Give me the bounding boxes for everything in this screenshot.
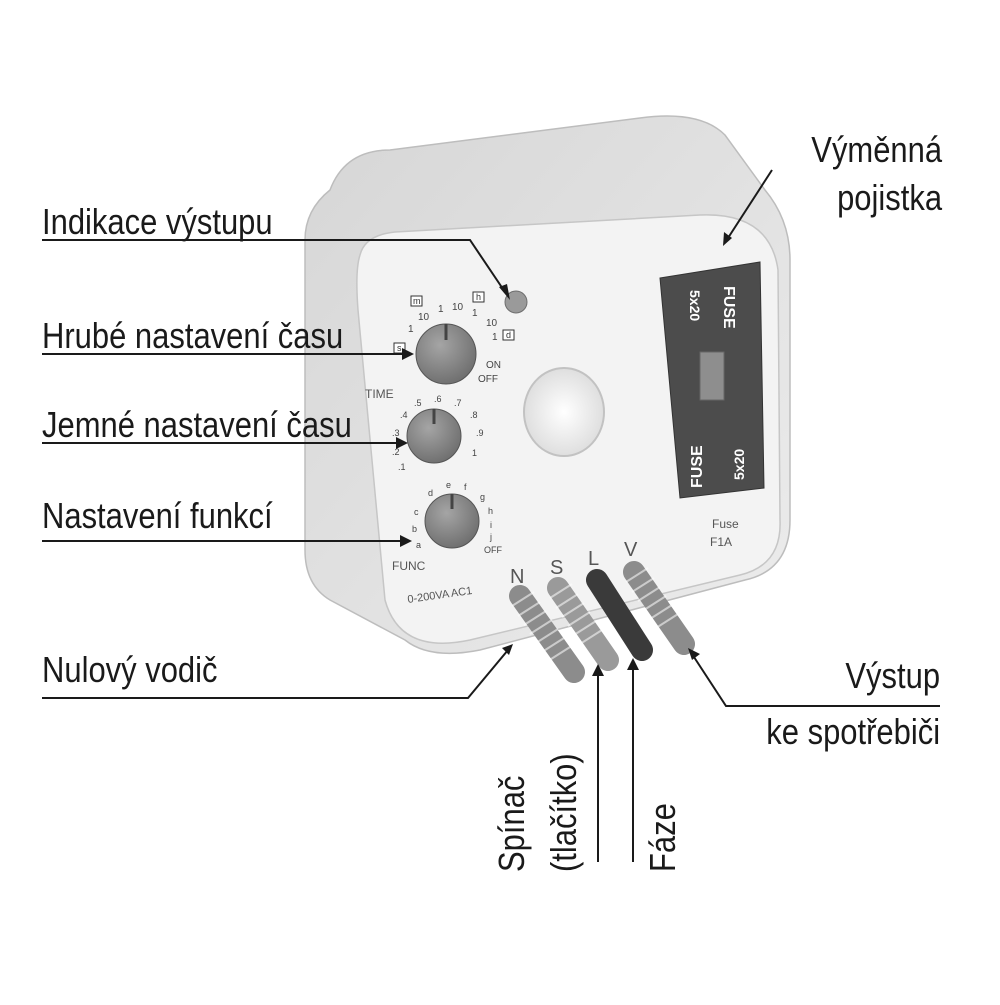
svg-text:.6: .6 xyxy=(434,394,442,404)
mounting-hole xyxy=(523,367,605,457)
svg-text:.2: .2 xyxy=(392,447,400,457)
svg-text:V: V xyxy=(624,539,638,561)
function-dial[interactable] xyxy=(424,493,480,549)
svg-text:b: b xyxy=(412,524,417,534)
label-function-setting: Nastavení funkcí xyxy=(42,495,273,536)
svg-text:i: i xyxy=(490,520,492,530)
coarse-dial-scale: 1 10 1 10 1 10 1 ON OFF xyxy=(408,302,501,385)
wire-v xyxy=(623,561,695,655)
leader-arrows xyxy=(396,232,732,676)
svg-text:1: 1 xyxy=(472,308,478,319)
label-switch-line2: (tlačítko) xyxy=(543,753,584,872)
func-dial-scale: a b c d e f g h i j OFF xyxy=(412,480,502,555)
svg-text:m: m xyxy=(413,296,421,306)
label-output-indicator: Indikace výstupu xyxy=(42,201,273,242)
wire-stripes xyxy=(511,567,679,662)
svg-text:e: e xyxy=(446,480,451,490)
fuse-rating-2: F1A xyxy=(710,535,732,549)
svg-text:1: 1 xyxy=(472,448,477,458)
terminal-letters: N S L V xyxy=(510,539,638,588)
svg-text:10: 10 xyxy=(486,318,498,329)
svg-text:.5: .5 xyxy=(414,398,422,408)
wire-l xyxy=(586,569,653,661)
svg-text:.3: .3 xyxy=(392,428,400,438)
svg-text:j: j xyxy=(489,532,492,542)
svg-text:ON: ON xyxy=(486,360,501,371)
svg-text:f: f xyxy=(464,482,467,492)
svg-text:s: s xyxy=(397,343,402,353)
svg-text:g: g xyxy=(480,492,485,502)
svg-text:10: 10 xyxy=(418,312,430,323)
leader-output xyxy=(691,653,940,707)
time-label: TIME xyxy=(365,387,394,401)
svg-text:.8: .8 xyxy=(470,410,478,420)
svg-text:S: S xyxy=(550,557,563,579)
svg-text:L: L xyxy=(588,548,599,570)
fine-time-dial[interactable] xyxy=(406,408,462,464)
svg-text:1: 1 xyxy=(438,304,444,315)
fine-dial-scale: .1 .2 .3 .4 .5 .6 .7 .8 .9 1 xyxy=(392,394,484,472)
svg-text:.9: .9 xyxy=(476,428,484,438)
svg-text:1: 1 xyxy=(492,332,498,343)
svg-text:1: 1 xyxy=(408,324,414,335)
svg-text:OFF: OFF xyxy=(478,374,498,385)
leader-fuse xyxy=(727,169,773,239)
label-output-line2: ke spotřebiči xyxy=(766,711,940,752)
label-fuse-line2: pojistka xyxy=(837,177,942,218)
label-phase: Fáze xyxy=(642,803,683,872)
svg-text:d: d xyxy=(428,488,433,498)
func-label: FUNC xyxy=(392,559,426,573)
svg-text:h: h xyxy=(476,292,481,302)
fuse-holder[interactable]: FUSE 5x20 FUSE 5x20 xyxy=(659,261,765,499)
svg-text:h: h xyxy=(488,506,493,516)
wire-s xyxy=(547,577,619,671)
label-fine-time: Jemné nastavení času xyxy=(42,404,352,445)
svg-text:10: 10 xyxy=(452,302,464,313)
svg-text:FUSE: FUSE xyxy=(720,286,737,329)
leader-neutral xyxy=(42,649,509,699)
svg-text:FUSE: FUSE xyxy=(689,445,706,488)
label-output-line1: Výstup xyxy=(845,655,940,696)
svg-text:5x20: 5x20 xyxy=(731,449,747,480)
svg-text:.1: .1 xyxy=(398,462,406,472)
label-switch-line1: Spínač xyxy=(491,775,532,872)
svg-text:5x20: 5x20 xyxy=(687,290,703,321)
svg-text:c: c xyxy=(414,507,419,517)
svg-text:a: a xyxy=(416,540,421,550)
svg-text:OFF: OFF xyxy=(484,545,502,555)
svg-text:N: N xyxy=(510,566,524,588)
label-neutral: Nulový vodič xyxy=(42,649,218,690)
output-led xyxy=(504,290,528,314)
leader-lines xyxy=(42,169,940,862)
svg-text:d: d xyxy=(506,330,511,340)
fuse-rating-1: Fuse xyxy=(712,517,739,531)
leader-output-indicator xyxy=(42,239,506,293)
svg-text:.4: .4 xyxy=(400,410,408,420)
coarse-time-dial[interactable] xyxy=(415,323,477,385)
svg-text:.7: .7 xyxy=(454,398,462,408)
label-coarse-time: Hrubé nastavení času xyxy=(42,315,344,356)
label-fuse-line1: Výměnná xyxy=(811,129,942,170)
